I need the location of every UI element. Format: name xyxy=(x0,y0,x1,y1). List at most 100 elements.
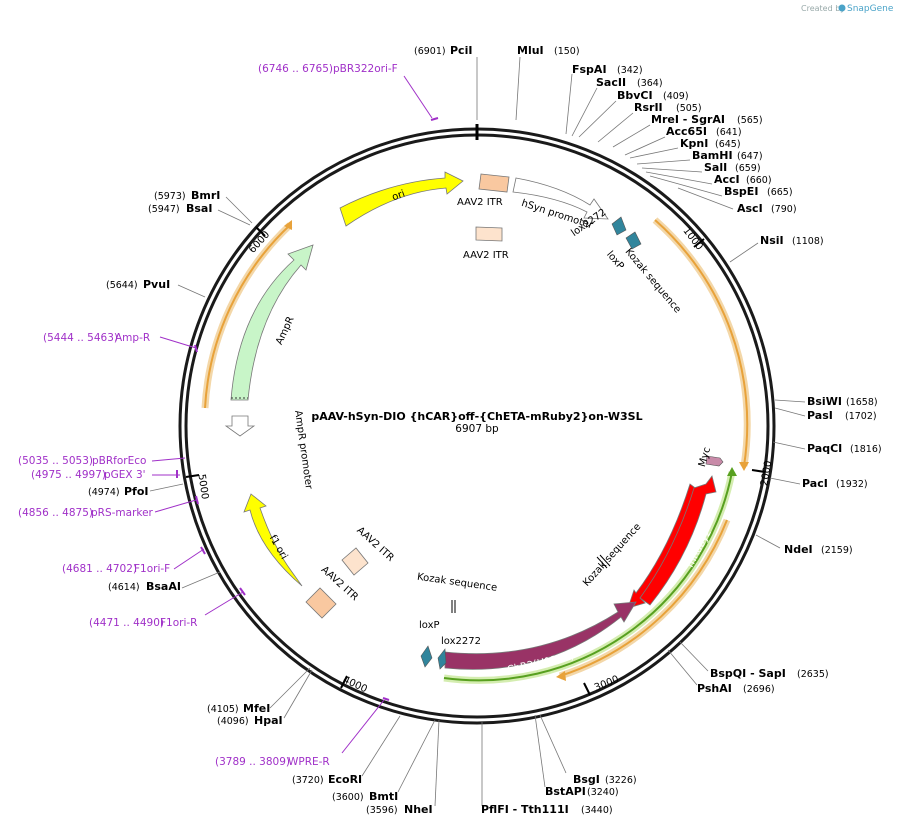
plasmid-name: pAAV-hSyn-DIO {hCAR}off-{ChETA-mRuby2}on… xyxy=(311,410,642,423)
kozak-top-label: Kozak sequence xyxy=(623,246,683,315)
site-name-mfei: MfeI xyxy=(243,702,270,715)
primer-name-f1ori-r: F1ori-R xyxy=(160,617,197,629)
primer-name-pgex3: pGEX 3' xyxy=(104,469,146,481)
primer-range-wpre-r: (3789 .. 3809) xyxy=(215,756,290,768)
site-pos-acc65i: (641) xyxy=(716,127,742,138)
site-pos-bmri: (5973) xyxy=(154,191,186,202)
site-pos-nhei: (3596) xyxy=(366,805,398,816)
leader-hpai xyxy=(283,669,313,719)
site-name-bsgi: BsgI xyxy=(573,773,600,786)
aav2-itr-box-4 xyxy=(305,587,337,619)
site-pos-kpni: (645) xyxy=(715,139,741,150)
myc-label: Myc xyxy=(697,446,713,468)
marker-pbr322ori-f xyxy=(430,117,439,121)
myc-marker xyxy=(705,455,724,467)
aav2-itr-label-1: AAV2 ITR xyxy=(457,197,503,208)
leader-asci xyxy=(677,187,734,210)
site-name-acc65i: Acc65I xyxy=(666,125,707,138)
ampr-promoter-arrow xyxy=(224,415,256,437)
orf-arc-right-halo xyxy=(652,217,751,467)
leader-fspai xyxy=(565,73,573,135)
site-name-pcii: PciI xyxy=(450,44,472,57)
leader-bbvci xyxy=(578,100,617,138)
site-pos-mrei-sgrai: (565) xyxy=(737,115,763,126)
site-pos-nsii: (1108) xyxy=(792,236,824,247)
site-pos-bsai: (5947) xyxy=(148,204,180,215)
orf-arc-green xyxy=(443,471,733,682)
site-name-ndei: NdeI xyxy=(784,543,813,556)
primer-range-f1ori-f: (4681 .. 4702) xyxy=(62,563,137,575)
site-pos-pvui: (5644) xyxy=(106,280,138,291)
leader-bsaai xyxy=(181,571,221,589)
site-name-bstapi: BstAPI xyxy=(545,785,586,798)
site-pos-ecori: (3720) xyxy=(292,775,324,786)
site-name-pflfi-tth111i: PflFI - Tth111I xyxy=(481,803,569,816)
site-name-paci: PacI xyxy=(802,477,828,490)
site-pos-bbvci: (409) xyxy=(663,91,689,102)
leader-ecori xyxy=(361,715,401,777)
mruby2-arrow xyxy=(639,475,717,606)
leader-prs-marker xyxy=(154,499,197,513)
site-name-bsai: BsaI xyxy=(186,202,212,215)
leader-mlui xyxy=(515,56,521,121)
primer-range-prs-marker: (4856 .. 4875) xyxy=(18,507,93,519)
kozak-right-marker-1 xyxy=(596,556,608,569)
kozak-right-marker-2 xyxy=(599,554,611,567)
orf-arc-left-head xyxy=(284,220,292,230)
leader-pbrforeco xyxy=(151,457,186,462)
site-name-sali: SalI xyxy=(704,161,727,174)
site-pos-pshai: (2696) xyxy=(743,684,775,695)
site-name-bamhi: BamHI xyxy=(692,149,733,162)
leader-bsgi xyxy=(539,714,567,774)
loxp-bottom-marker xyxy=(420,645,433,668)
site-pos-asci: (790) xyxy=(771,204,797,215)
leader-rsrii xyxy=(597,112,634,143)
leader-ndei xyxy=(755,534,781,549)
site-name-pvui: PvuI xyxy=(143,278,170,291)
site-pos-mfei: (4105) xyxy=(207,704,239,715)
site-name-mlui: MluI xyxy=(517,44,544,57)
site-pos-bsaai: (4614) xyxy=(108,582,140,593)
tick-label-2000: 2000 xyxy=(759,460,774,487)
site-name-ecori: EcoRI xyxy=(328,773,362,786)
primer-name-f1ori-f: F1ori-F xyxy=(134,563,170,575)
ampr-label: AmpR xyxy=(274,315,297,347)
leader-wpre-r xyxy=(341,699,385,754)
site-pos-pcii: (6901) xyxy=(414,46,446,57)
leader-bmti xyxy=(397,719,436,793)
leader-paci xyxy=(769,477,801,485)
site-name-pfoi: PfoI xyxy=(124,485,149,498)
kozak-bottom-label: Kozak sequence xyxy=(416,572,497,594)
leader-bspei xyxy=(649,175,723,197)
site-name-acci: AccI xyxy=(714,173,740,186)
leader-kpni xyxy=(629,147,679,159)
site-name-pasi: PasI xyxy=(807,409,833,422)
aav2-itr-box-1 xyxy=(478,173,510,193)
orf-arc-green-head xyxy=(727,467,737,476)
site-pos-fspai: (342) xyxy=(617,65,643,76)
site-name-hpai: HpaI xyxy=(254,714,283,727)
leader-pshai xyxy=(667,649,698,686)
primer-range-pbrforeco: (5035 .. 5053) xyxy=(18,455,93,467)
orf-arc-right xyxy=(654,219,749,467)
marker-prs-marker xyxy=(195,495,199,505)
primer-name-pbr322ori-f: pBR322ori-F xyxy=(333,63,398,75)
f1-ori-arrow xyxy=(243,493,303,587)
aav2-itr-box-3 xyxy=(341,547,369,576)
primer-name-prs-marker: pRS-marker xyxy=(91,507,154,519)
leader-nsii xyxy=(729,242,759,263)
leader-sacii xyxy=(571,87,598,137)
site-pos-bspei: (665) xyxy=(767,187,793,198)
leader-f1ori-f xyxy=(173,548,205,570)
leader-nhei xyxy=(434,719,440,807)
primer-range-pgex3: (4975 .. 4997) xyxy=(31,469,106,481)
site-name-sacii: SacII xyxy=(596,76,626,89)
site-leaders xyxy=(149,56,806,807)
leader-bsai xyxy=(217,209,251,226)
marker-f1ori-f xyxy=(200,546,206,555)
site-pos-acci: (660) xyxy=(746,175,772,186)
ori-label: ori xyxy=(391,189,407,204)
site-name-pshai: PshAI xyxy=(697,682,732,695)
leader-acc65i xyxy=(624,136,666,156)
